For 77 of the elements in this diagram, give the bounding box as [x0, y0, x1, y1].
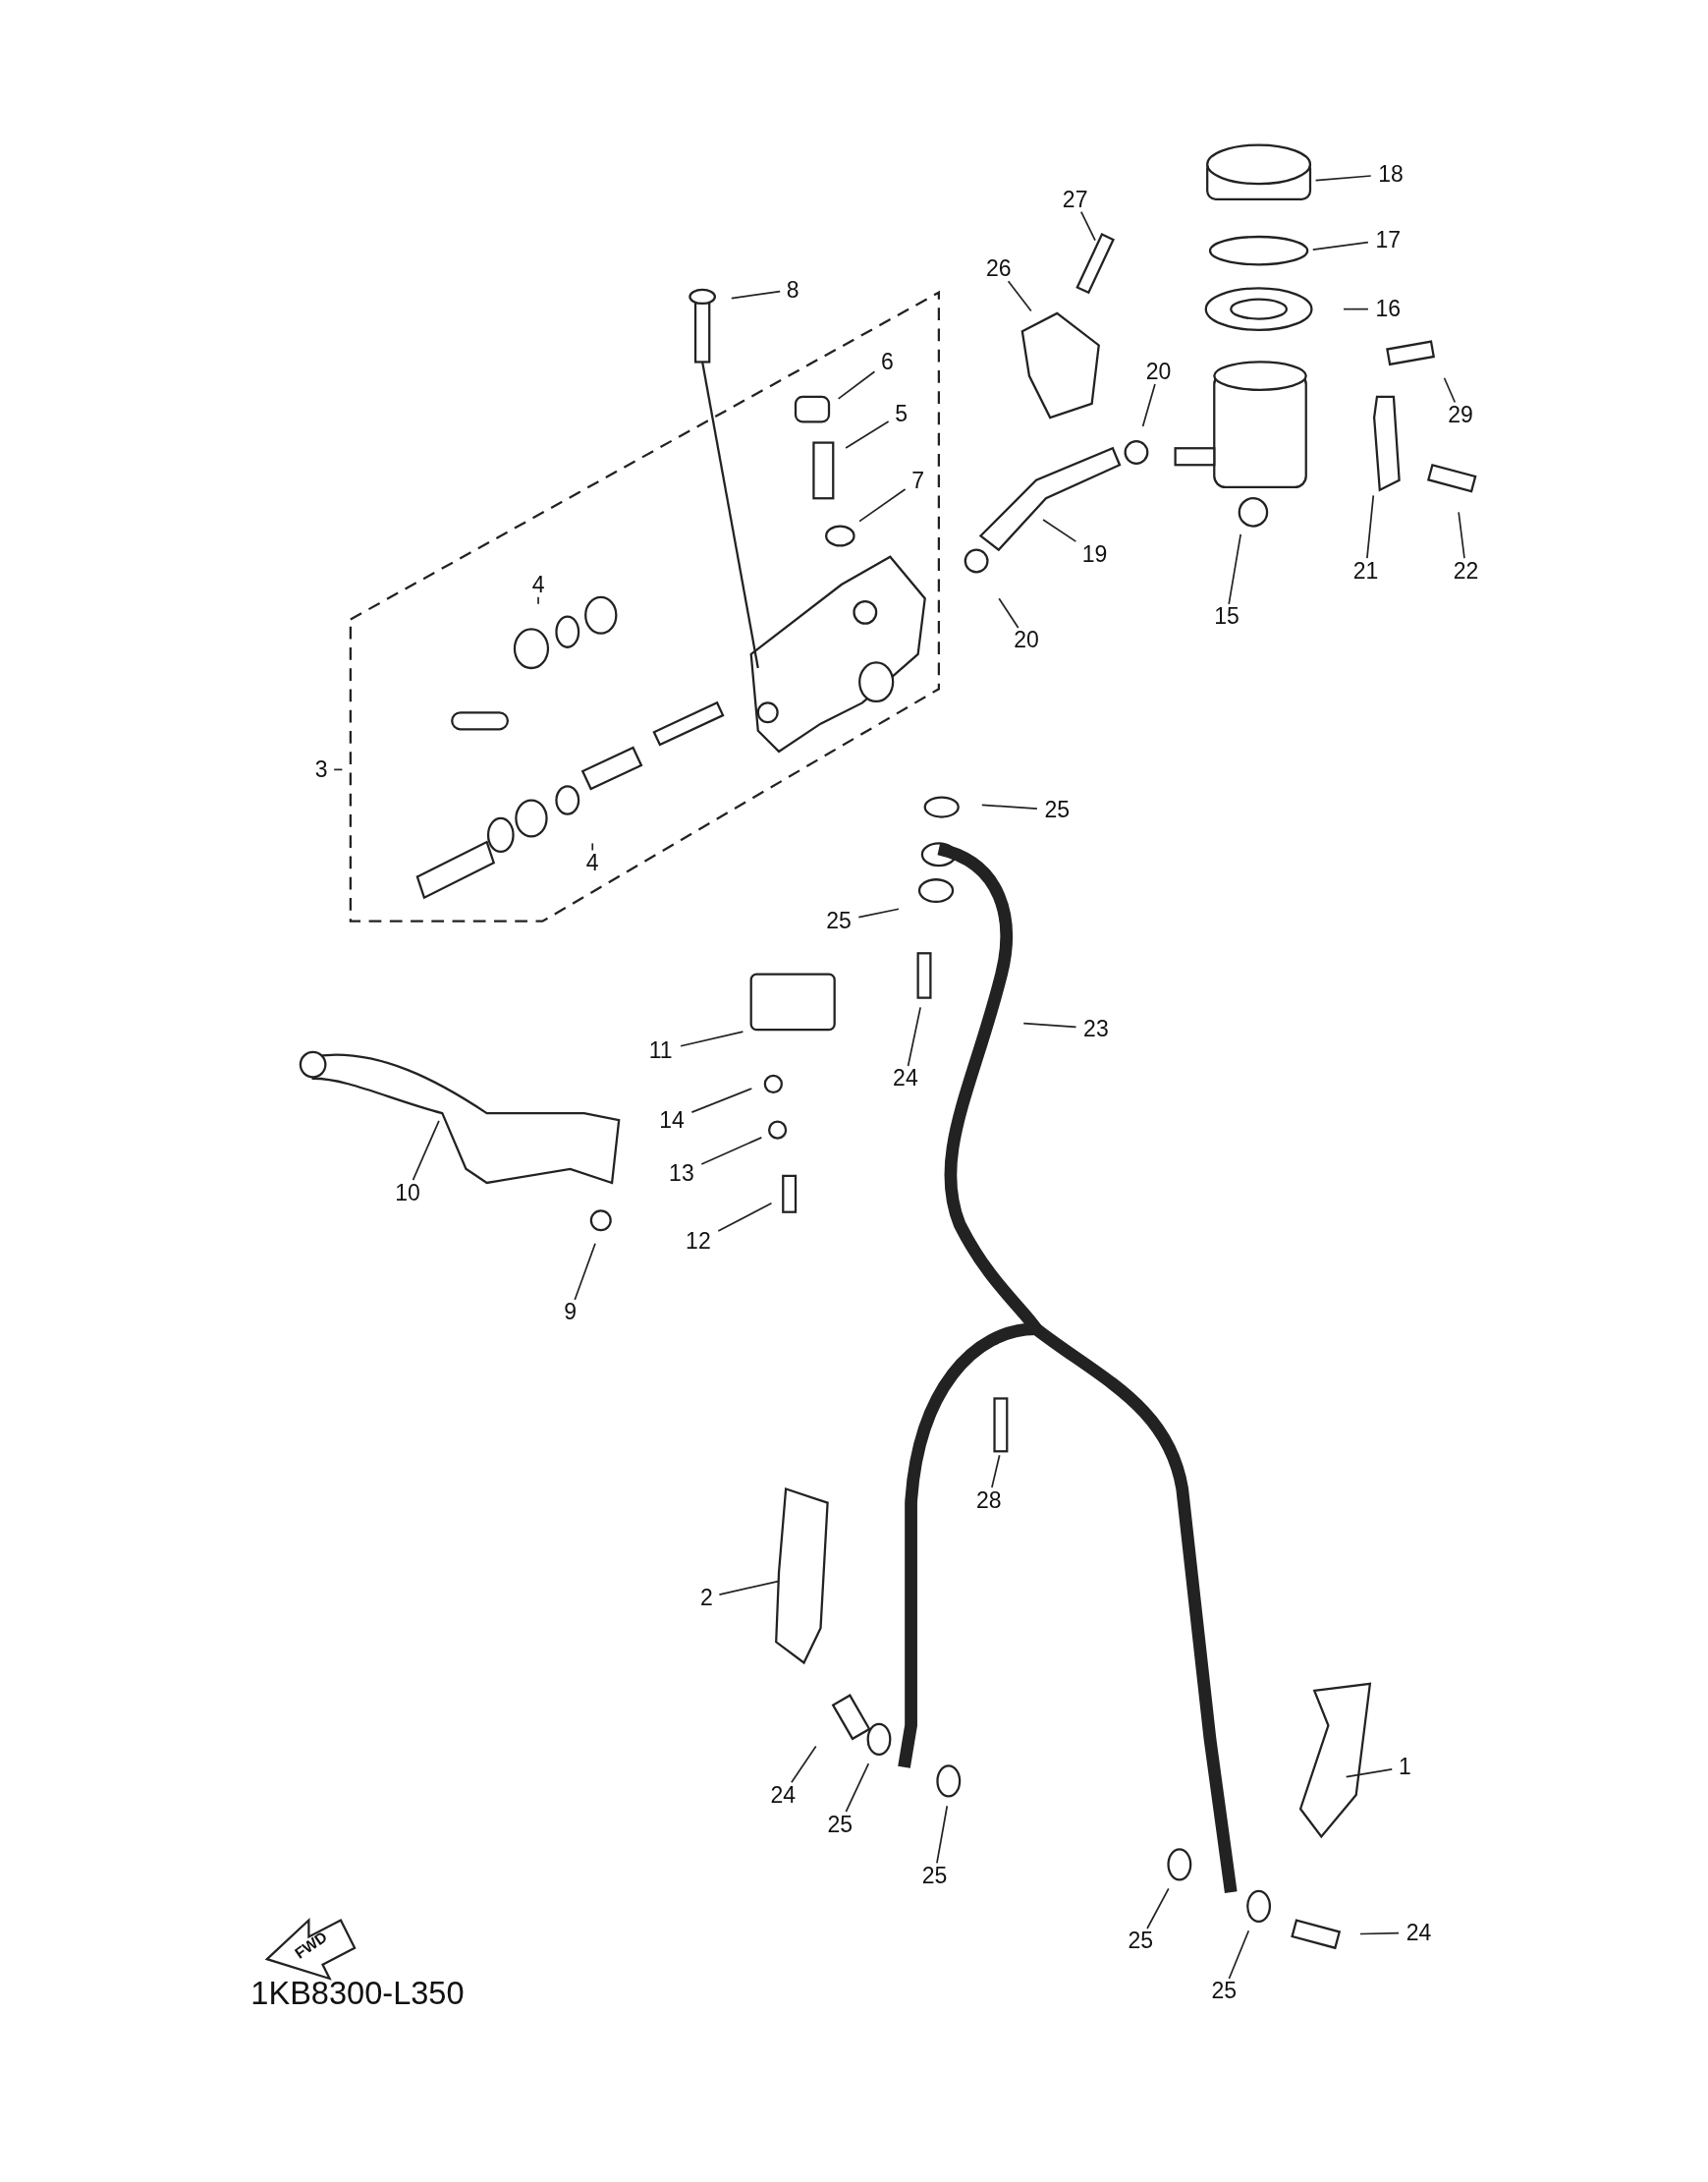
callout-number: 3: [314, 757, 328, 782]
callout-number: 27: [1062, 187, 1088, 211]
leader-line: [730, 290, 781, 300]
callout-number: 4: [531, 572, 545, 596]
leader-line: [1146, 1887, 1170, 1930]
leader-line: [1366, 494, 1375, 559]
callout-number: 20: [1145, 360, 1172, 384]
callout-number: 8: [786, 277, 799, 302]
leader-line: [936, 1805, 949, 1865]
leader-line: [980, 804, 1038, 810]
callout-number: 5: [895, 401, 909, 425]
callout-number: 17: [1375, 227, 1402, 252]
leader-line: [591, 842, 594, 852]
callout-number: 19: [1081, 541, 1108, 566]
callout-number: 16: [1375, 297, 1402, 321]
callout-number: 2: [700, 1585, 713, 1609]
callout-number: 20: [1014, 628, 1039, 652]
leader-line: [858, 488, 907, 523]
leader-line: [1080, 210, 1096, 242]
leader-line: [1042, 519, 1077, 542]
leader-line: [1228, 533, 1242, 605]
leader-line: [857, 908, 900, 919]
leader-line: [907, 1006, 921, 1067]
callout-number: 23: [1083, 1016, 1109, 1040]
leader-line: [1007, 280, 1032, 312]
callout-number: 14: [659, 1107, 685, 1132]
callout-number: 13: [669, 1160, 694, 1185]
leader-line: [1141, 383, 1156, 427]
callout-number: 1: [1398, 1755, 1411, 1779]
leader-line: [717, 1203, 773, 1232]
callout-number: 25: [1211, 1979, 1237, 2003]
callout-number: 24: [1405, 1921, 1432, 1944]
leader-line: [680, 1031, 744, 1047]
callout-number: 7: [911, 468, 925, 492]
leader-line: [845, 1762, 870, 1813]
callout-number: 25: [827, 1812, 854, 1836]
leader-line: [1228, 1930, 1250, 1980]
leader-line: [537, 595, 539, 605]
callout-number: 24: [893, 1066, 918, 1091]
callout-number: 22: [1453, 558, 1479, 583]
leader-line: [700, 1137, 763, 1165]
callout-number: 9: [564, 1300, 577, 1324]
callout-number: 25: [921, 1863, 948, 1887]
callout-number: 25: [1044, 798, 1071, 822]
leader-line: [574, 1242, 596, 1301]
callout-number: 10: [395, 1180, 420, 1204]
leader-line: [1022, 1022, 1077, 1029]
leader-line: [690, 1088, 753, 1113]
callout-number: 21: [1352, 558, 1379, 583]
callout-number: 25: [826, 909, 852, 933]
diagram-code: 1KB8300-L350: [250, 1982, 465, 2006]
leader-line: [1343, 308, 1369, 310]
callout-number: 11: [648, 1038, 673, 1063]
callout-number: 26: [985, 256, 1012, 281]
leader-line: [1359, 1931, 1400, 1935]
callout-number: 15: [1214, 604, 1240, 629]
leader-line: [333, 768, 344, 771]
callout-number: 24: [770, 1782, 797, 1807]
leader-line: [412, 1120, 440, 1181]
leader-line: [845, 420, 890, 449]
callout-number: 18: [1378, 162, 1404, 186]
leader-line: [1311, 241, 1369, 251]
leader-line: [718, 1580, 781, 1595]
callout-number: 29: [1448, 403, 1473, 426]
leader-line: [837, 370, 876, 400]
callout-number: 28: [976, 1487, 1002, 1512]
leader-line: [1443, 376, 1457, 404]
leader-line: [791, 1745, 817, 1784]
leader-line: [991, 1454, 1001, 1488]
callout-number: 4: [585, 851, 599, 874]
leader-line: [1345, 1768, 1394, 1778]
callout-number: 12: [686, 1229, 711, 1254]
callout-number: 6: [881, 350, 894, 374]
leader-line: [1458, 511, 1465, 559]
callout-number: 25: [1128, 1929, 1153, 1953]
leader-line: [1314, 175, 1372, 182]
leader-line: [998, 597, 1019, 629]
